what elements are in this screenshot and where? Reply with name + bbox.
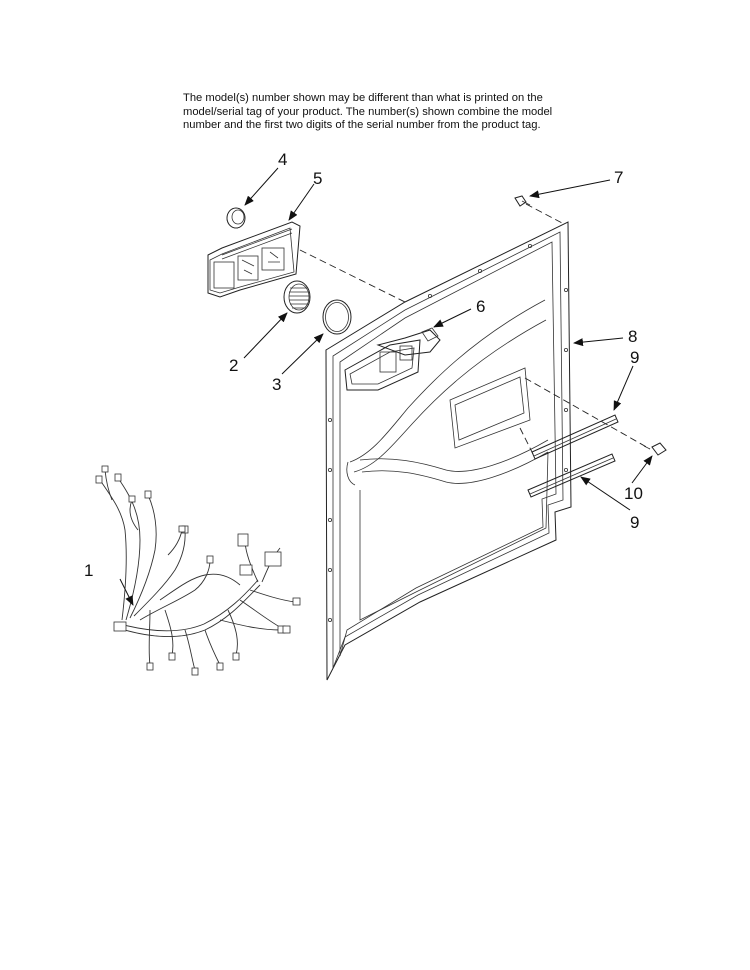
callout-4: 4	[278, 150, 287, 169]
model-number-notice: The model(s) number shown may be differe…	[183, 92, 553, 131]
callout-5: 5	[313, 169, 322, 188]
callout-7: 7	[614, 168, 623, 187]
callout-8: 8	[628, 327, 637, 346]
control-panel-icon	[207, 221, 301, 298]
door-bracket-icon	[527, 414, 619, 498]
leader-arrows	[119, 167, 653, 606]
callout-9-lower: 9	[630, 513, 639, 532]
vent-grille-icon	[283, 280, 311, 314]
screw-icon	[643, 442, 667, 456]
assembly-lines	[299, 203, 651, 457]
callout-9-upper: 9	[630, 348, 639, 367]
callout-2: 2	[229, 356, 238, 375]
callout-1: 1	[84, 561, 93, 580]
callout-10: 10	[624, 484, 643, 503]
callout-labels: 1 2 3 4 5 6 7 8 9 9 10	[84, 150, 643, 580]
inner-door-panel-icon	[325, 221, 572, 681]
knob-plug-icon	[226, 207, 246, 229]
screw-icon	[514, 195, 531, 207]
dispenser-icon	[344, 327, 441, 391]
callout-6: 6	[476, 297, 485, 316]
callout-3: 3	[272, 375, 281, 394]
wire-harness-icon	[95, 465, 301, 676]
gasket-ring-icon	[322, 299, 352, 335]
